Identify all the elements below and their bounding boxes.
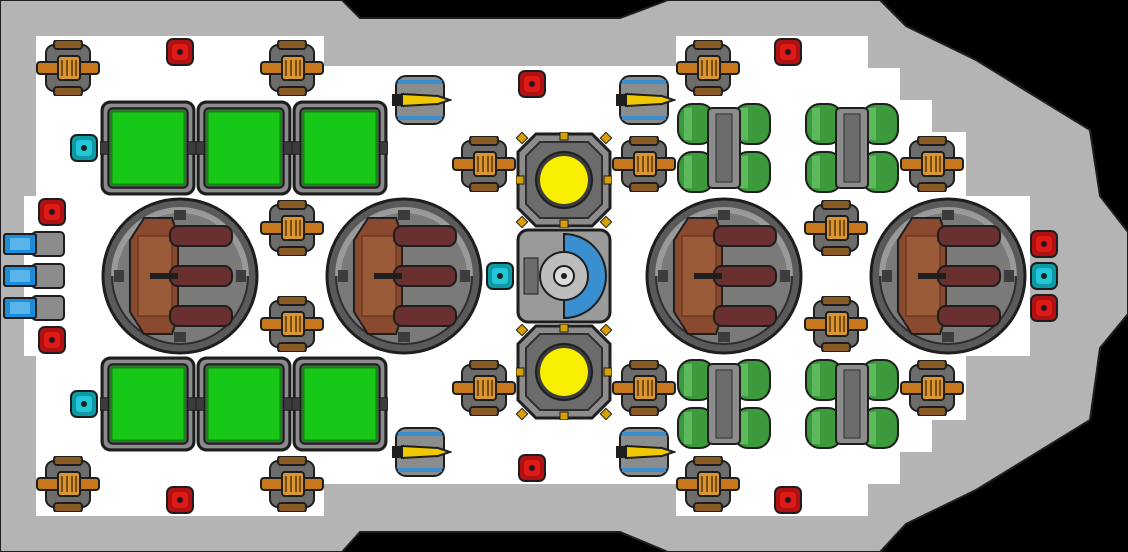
reactor-icon[interactable] bbox=[516, 132, 612, 228]
turret-icon[interactable] bbox=[103, 199, 257, 353]
turret-icon[interactable] bbox=[647, 199, 801, 353]
gun-icon[interactable] bbox=[36, 40, 100, 96]
shield-generator-icon[interactable] bbox=[516, 228, 612, 324]
gun-icon[interactable] bbox=[676, 40, 740, 96]
gun-icon[interactable] bbox=[260, 40, 324, 96]
warning-light-icon bbox=[518, 70, 546, 98]
beacon-light-icon bbox=[1030, 262, 1058, 290]
warning-light-icon bbox=[774, 38, 802, 66]
battery-icon[interactable] bbox=[196, 100, 292, 196]
warning-light-icon bbox=[166, 486, 194, 514]
battery-icon[interactable] bbox=[292, 100, 388, 196]
gun-icon[interactable] bbox=[900, 360, 964, 416]
gun-icon[interactable] bbox=[260, 200, 324, 256]
beacon-light-icon bbox=[70, 390, 98, 418]
missile-launcher-icon[interactable] bbox=[614, 426, 676, 478]
warning-light-icon bbox=[774, 486, 802, 514]
beacon-light-icon bbox=[486, 262, 514, 290]
missile-launcher-icon[interactable] bbox=[390, 74, 452, 126]
missile-launcher-icon[interactable] bbox=[614, 74, 676, 126]
warning-light-icon bbox=[38, 326, 66, 354]
gun-icon[interactable] bbox=[452, 360, 516, 416]
warning-light-icon bbox=[518, 454, 546, 482]
beacon-light-icon bbox=[70, 134, 98, 162]
missile-launcher-icon[interactable] bbox=[390, 426, 452, 478]
thruster-icon[interactable] bbox=[3, 231, 65, 257]
gun-icon[interactable] bbox=[452, 136, 516, 192]
battery-icon[interactable] bbox=[100, 100, 196, 196]
battery-icon[interactable] bbox=[100, 356, 196, 452]
gun-icon[interactable] bbox=[612, 136, 676, 192]
reactor-icon[interactable] bbox=[516, 324, 612, 420]
thruster-icon[interactable] bbox=[3, 295, 65, 321]
battery-icon[interactable] bbox=[292, 356, 388, 452]
battery-icon[interactable] bbox=[196, 356, 292, 452]
gun-icon[interactable] bbox=[900, 136, 964, 192]
warning-light-icon bbox=[166, 38, 194, 66]
warning-light-icon bbox=[38, 198, 66, 226]
thruster-icon[interactable] bbox=[3, 263, 65, 289]
gun-icon[interactable] bbox=[804, 296, 868, 352]
turret-icon[interactable] bbox=[871, 199, 1025, 353]
gun-icon[interactable] bbox=[260, 296, 324, 352]
warning-light-icon bbox=[1030, 230, 1058, 258]
warning-light-icon bbox=[1030, 294, 1058, 322]
gun-icon[interactable] bbox=[804, 200, 868, 256]
turret-icon[interactable] bbox=[327, 199, 481, 353]
gun-icon[interactable] bbox=[676, 456, 740, 512]
gun-icon[interactable] bbox=[612, 360, 676, 416]
gun-icon[interactable] bbox=[260, 456, 324, 512]
gun-icon[interactable] bbox=[36, 456, 100, 512]
